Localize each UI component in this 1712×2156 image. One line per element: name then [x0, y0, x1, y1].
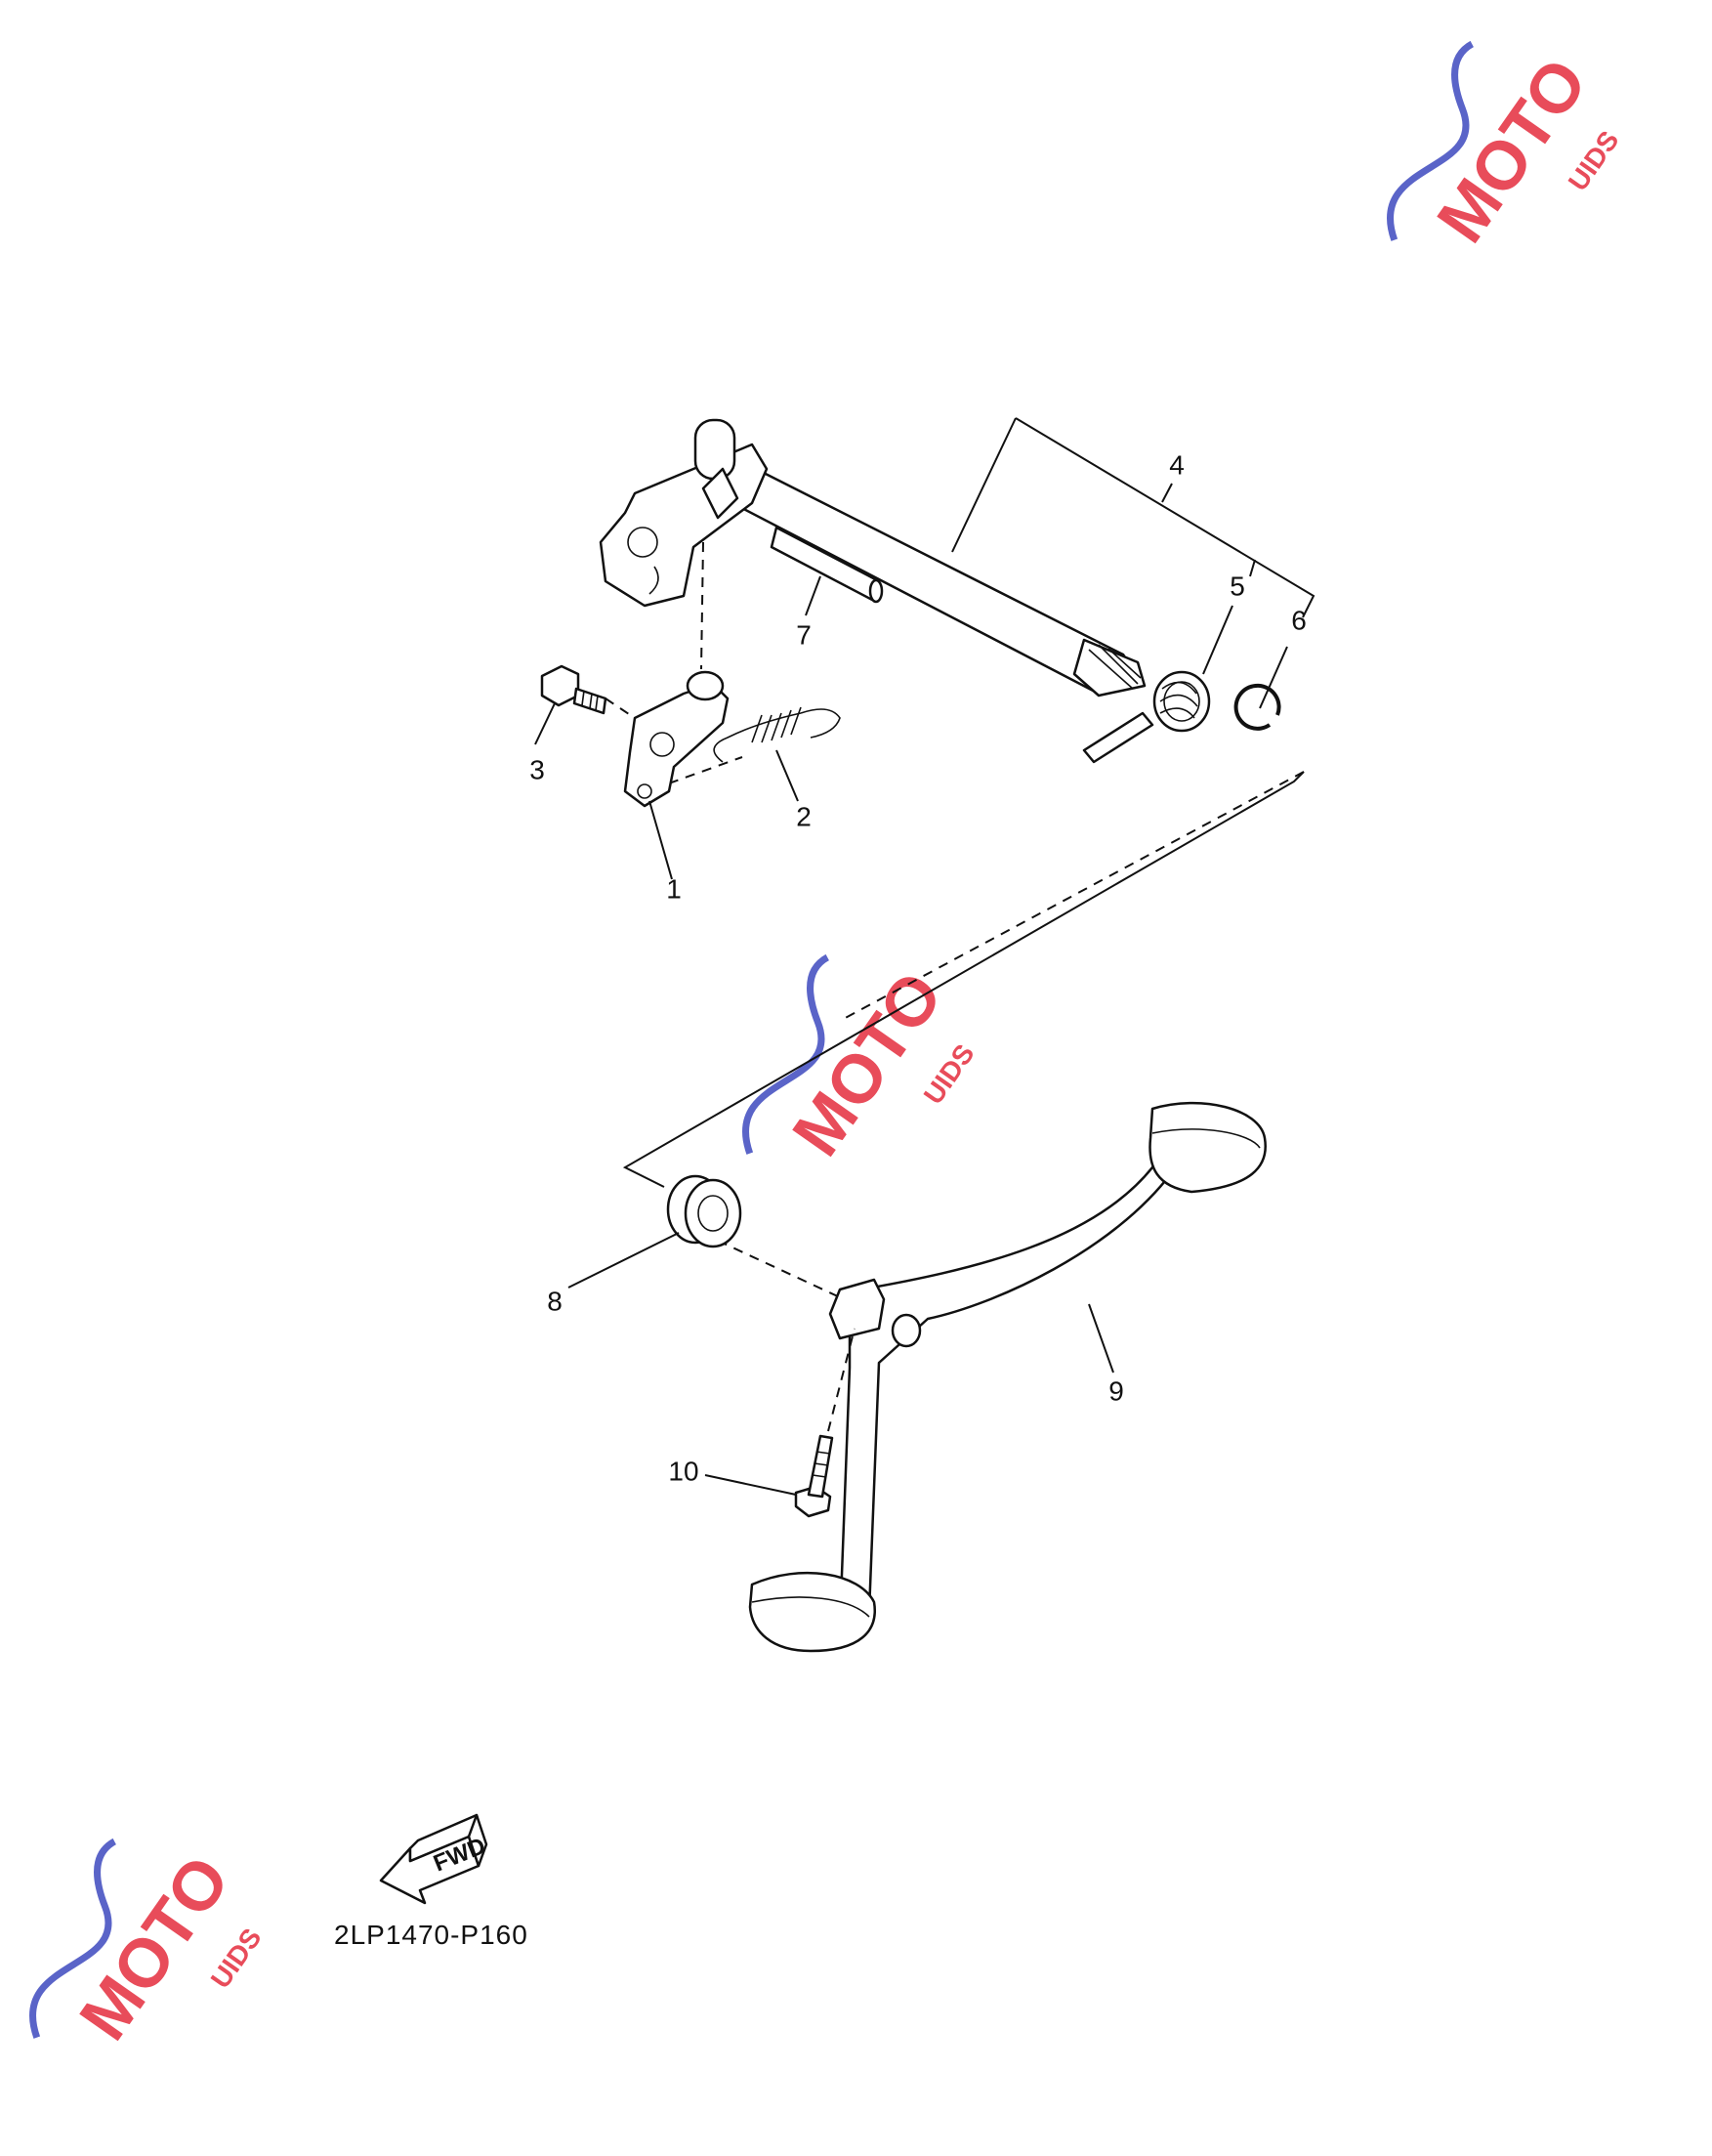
dash-shaft-to-pedal	[839, 771, 1305, 1022]
fwd-arrow-icon: FWD	[379, 1813, 489, 1905]
leader-4-label	[1161, 483, 1173, 503]
leader-9	[1088, 1303, 1114, 1374]
part-number-7: 7	[796, 619, 812, 650]
shift-arm	[623, 670, 730, 808]
part-number-1: 1	[666, 873, 682, 904]
leader-6	[1259, 646, 1288, 709]
reference-code: 2LP1470-P160	[334, 1920, 528, 1950]
dash-bolt-to-pedal	[827, 1328, 856, 1432]
leader-4-shaft	[951, 417, 1017, 553]
part-number-8: 8	[547, 1286, 563, 1316]
leader-1	[648, 800, 673, 880]
dash-shaft-to-arm	[700, 541, 704, 670]
dash-arm-to-spring	[651, 756, 743, 790]
watermark-logo-bottom-left: MOTO UIDS	[29, 1838, 268, 2053]
assembly-line-pedal	[622, 771, 1305, 1188]
return-spring	[713, 706, 841, 763]
watermark-logo-center: MOTO UIDS	[742, 953, 981, 1169]
assembly-bracket	[1015, 417, 1315, 618]
part-number-9: 9	[1108, 1375, 1124, 1406]
bolt-arm	[540, 664, 607, 715]
shift-shaft	[599, 418, 1147, 698]
watermark-suffix-text: UIDS	[1563, 125, 1625, 196]
dash-bolt-to-arm	[605, 698, 636, 719]
part-number-6: 6	[1291, 605, 1307, 635]
watermark-brand-text: MOTO	[64, 1842, 244, 2053]
shift-pedal	[748, 1101, 1267, 1653]
part-number-4: 4	[1169, 449, 1185, 480]
leader-4-5	[1249, 559, 1256, 577]
torsion-spring	[1082, 670, 1211, 764]
leader-10	[704, 1474, 797, 1496]
pin	[770, 526, 884, 604]
part-number-5: 5	[1230, 571, 1245, 601]
oil-seal	[666, 1174, 742, 1248]
circlip	[1233, 683, 1281, 731]
part-number-10: 10	[668, 1456, 698, 1486]
dash-washer-to-pedal	[717, 1240, 856, 1305]
leader-8	[567, 1232, 680, 1289]
watermark-suffix-text: UIDS	[205, 1923, 268, 1994]
part-number-2: 2	[796, 801, 812, 831]
bolt-pedal	[794, 1434, 834, 1518]
leader-7	[805, 575, 821, 616]
watermark-logo-top-right: MOTO UIDS	[1387, 40, 1625, 256]
leader-5	[1202, 605, 1233, 675]
watermark-suffix-text: UIDS	[918, 1038, 981, 1110]
leader-3	[534, 702, 556, 745]
part-number-3: 3	[529, 754, 545, 784]
watermark-brand-text: MOTO	[1422, 45, 1602, 256]
leader-2	[775, 749, 799, 802]
